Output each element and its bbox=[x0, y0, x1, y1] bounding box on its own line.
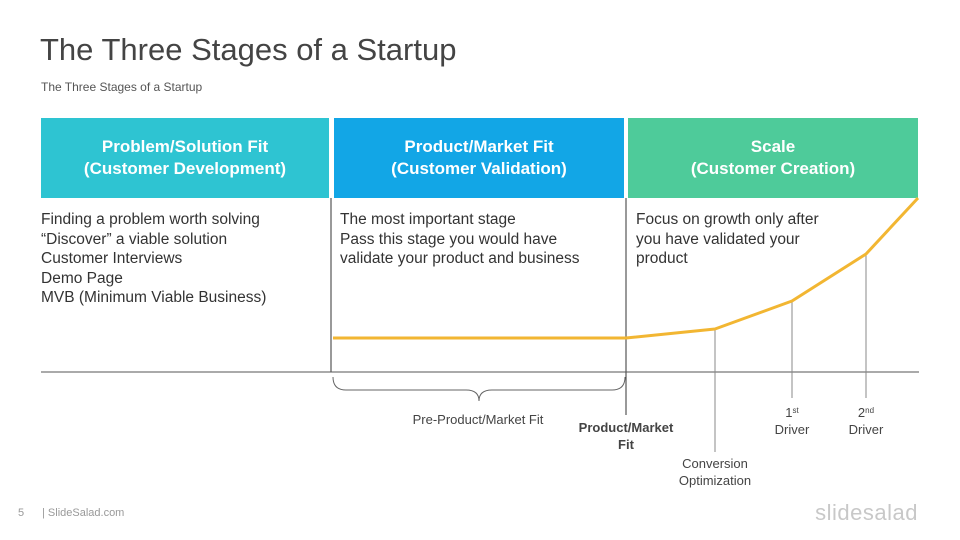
stage-header-title: Scale bbox=[750, 137, 796, 156]
pmf-label-line1: Product/Market bbox=[578, 420, 674, 435]
stage-header-title: Problem/Solution Fit bbox=[101, 137, 269, 156]
driver-2-suffix: nd bbox=[865, 406, 875, 415]
driver-2-number: 2 bbox=[857, 405, 866, 420]
conversion-label-line2: Optimization bbox=[678, 473, 752, 488]
bullet-item: validate your product and business bbox=[340, 250, 580, 267]
bullet-item: “Discover” a viable solution bbox=[41, 230, 228, 248]
conversion-label-line1: Conversion bbox=[682, 456, 748, 471]
stage-header-title: Product/Market Fit bbox=[404, 137, 554, 156]
stage-bullets-product-market: The most important stage Pass this stage… bbox=[340, 210, 580, 269]
slide-subtitle: The Three Stages of a Startup bbox=[41, 80, 203, 94]
pre-pmf-brace bbox=[332, 376, 626, 402]
bullet-item: Customer Interviews bbox=[41, 250, 183, 267]
stage-header-problem-solution: Problem/Solution Fit (Customer Developme… bbox=[41, 118, 329, 198]
driver-1-label: 1st Driver bbox=[762, 404, 822, 438]
driver-2-label: 2nd Driver bbox=[836, 404, 896, 438]
bullet-item: you have validated your bbox=[636, 230, 800, 248]
driver-1-number: 1 bbox=[785, 405, 793, 420]
stage-header-subtitle: (Customer Validation) bbox=[391, 159, 567, 178]
bullet-item: The most important stage bbox=[340, 211, 516, 228]
bullet-item: Focus on growth only after bbox=[636, 211, 819, 228]
bullet-item: product bbox=[636, 250, 688, 267]
bullet-item: Demo Page bbox=[41, 269, 123, 287]
stage-bullets-scale: Focus on growth only after you have vali… bbox=[636, 210, 819, 269]
pre-pmf-label: Pre-Product/Market Fit bbox=[412, 412, 544, 427]
stage-header-product-market: Product/Market Fit (Customer Validation) bbox=[334, 118, 624, 198]
conversion-label: Conversion Optimization bbox=[655, 455, 775, 489]
pmf-label-line2: Fit bbox=[618, 437, 634, 452]
growth-curve bbox=[333, 196, 920, 340]
stage-header-subtitle: (Customer Creation) bbox=[690, 159, 856, 178]
bullet-item: Pass this stage you would have bbox=[340, 230, 558, 248]
footer-brand: | SlideSalad.com bbox=[42, 507, 125, 519]
slide-title: The Three Stages of a Startup bbox=[40, 32, 457, 67]
stage-header-scale: Scale (Customer Creation) bbox=[628, 118, 918, 198]
driver-1-word: Driver bbox=[774, 422, 810, 437]
driver-1-suffix: st bbox=[792, 406, 799, 415]
driver-2-word: Driver bbox=[848, 422, 884, 437]
pmf-label: Product/Market Fit bbox=[566, 419, 686, 453]
stage-bullets-problem-solution: Finding a problem worth solving “Discove… bbox=[41, 210, 266, 308]
bullet-item: MVB (Minimum Viable Business) bbox=[41, 289, 267, 306]
bullet-item: Finding a problem worth solving bbox=[41, 211, 260, 228]
stage-header-subtitle: (Customer Development) bbox=[83, 159, 287, 178]
slidesalad-logo: slidesalad bbox=[815, 500, 918, 525]
page-number: 5 bbox=[18, 507, 25, 519]
